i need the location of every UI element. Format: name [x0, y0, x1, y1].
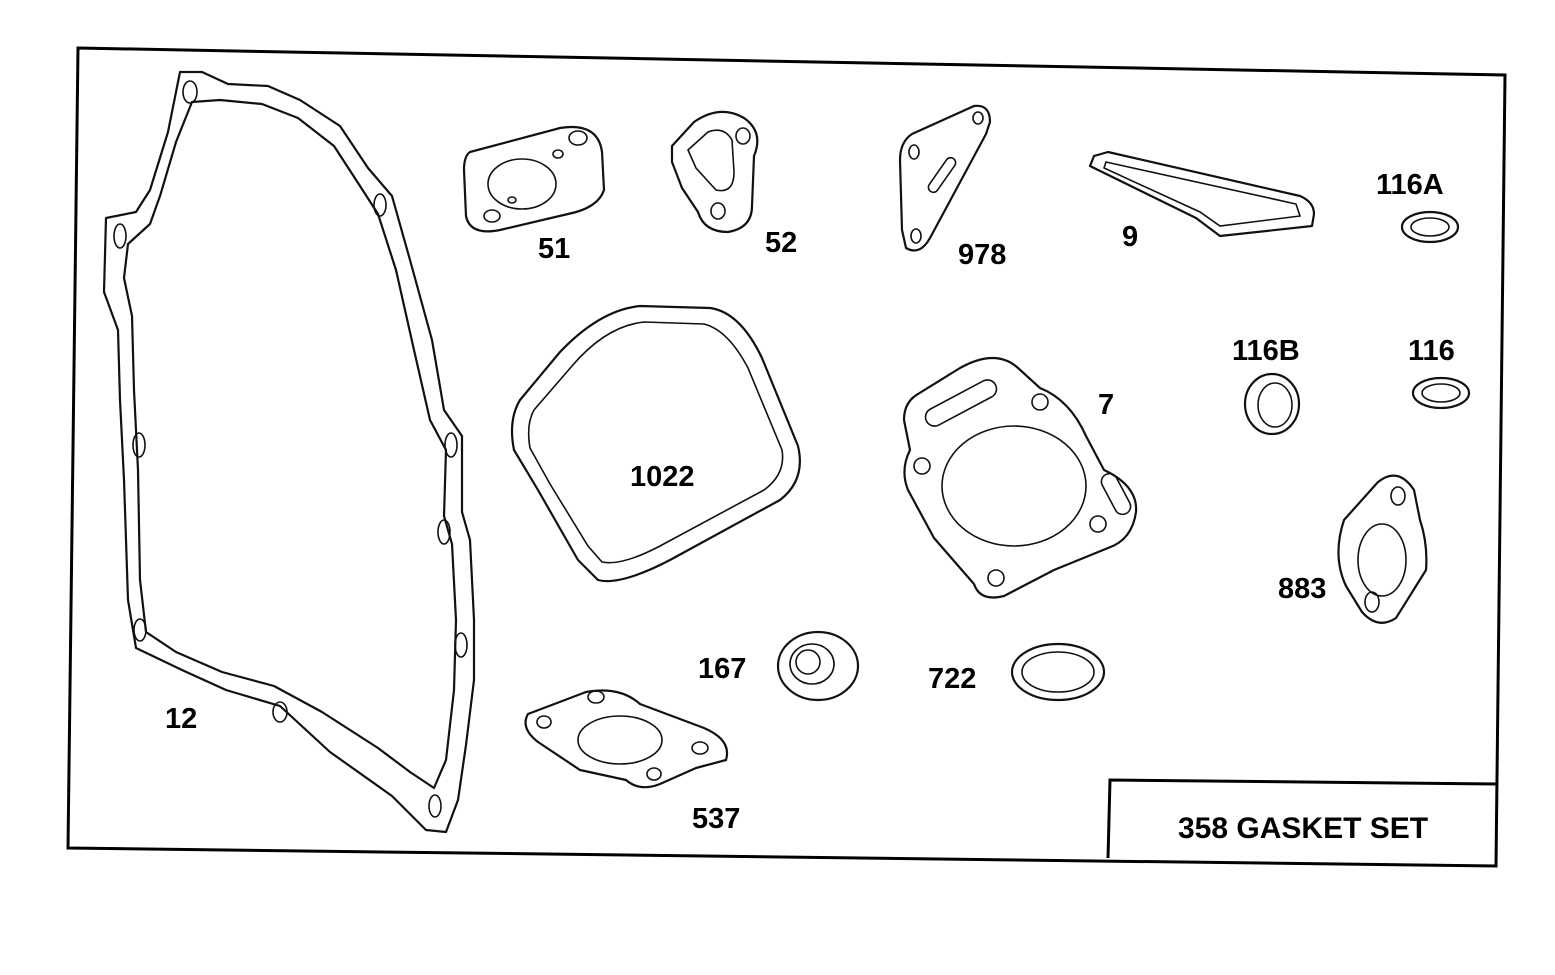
gasket-1022: 1022 — [510, 304, 801, 583]
diagram-frame — [66, 46, 1507, 868]
label-722: 722 — [928, 663, 976, 695]
label-883: 883 — [1278, 573, 1326, 605]
gasket-9: 9 — [1088, 150, 1316, 253]
label-52: 52 — [765, 227, 797, 259]
label-9: 9 — [1122, 221, 1138, 253]
seal-167: 167 — [698, 630, 860, 702]
gasket-537: 537 — [524, 689, 740, 835]
set-title: 358 GASKET SET — [1178, 812, 1428, 845]
set-title-box: 358 GASKET SET — [1106, 778, 1498, 859]
label-978: 978 — [958, 239, 1006, 271]
seal-116b: 116B — [1232, 335, 1301, 436]
label-116b: 116B — [1232, 335, 1300, 367]
washer-116: 116 — [1408, 335, 1471, 410]
washer-116a: 116A — [1376, 169, 1460, 244]
label-537: 537 — [692, 803, 740, 835]
label-167: 167 — [698, 653, 746, 685]
oring-722: 722 — [928, 642, 1106, 702]
label-116a: 116A — [1376, 169, 1444, 201]
gasket-978: 978 — [898, 104, 1006, 271]
label-7: 7 — [1098, 389, 1114, 421]
label-51: 51 — [538, 233, 570, 265]
gasket-7: 7 — [902, 357, 1138, 599]
label-116: 116 — [1408, 335, 1455, 367]
gasket-51: 51 — [462, 125, 606, 265]
gasket-12: 12 — [102, 70, 476, 834]
label-1022: 1022 — [630, 461, 695, 493]
label-12: 12 — [165, 703, 197, 735]
gasket-883: 883 — [1278, 474, 1428, 624]
gasket-52: 52 — [670, 110, 797, 259]
